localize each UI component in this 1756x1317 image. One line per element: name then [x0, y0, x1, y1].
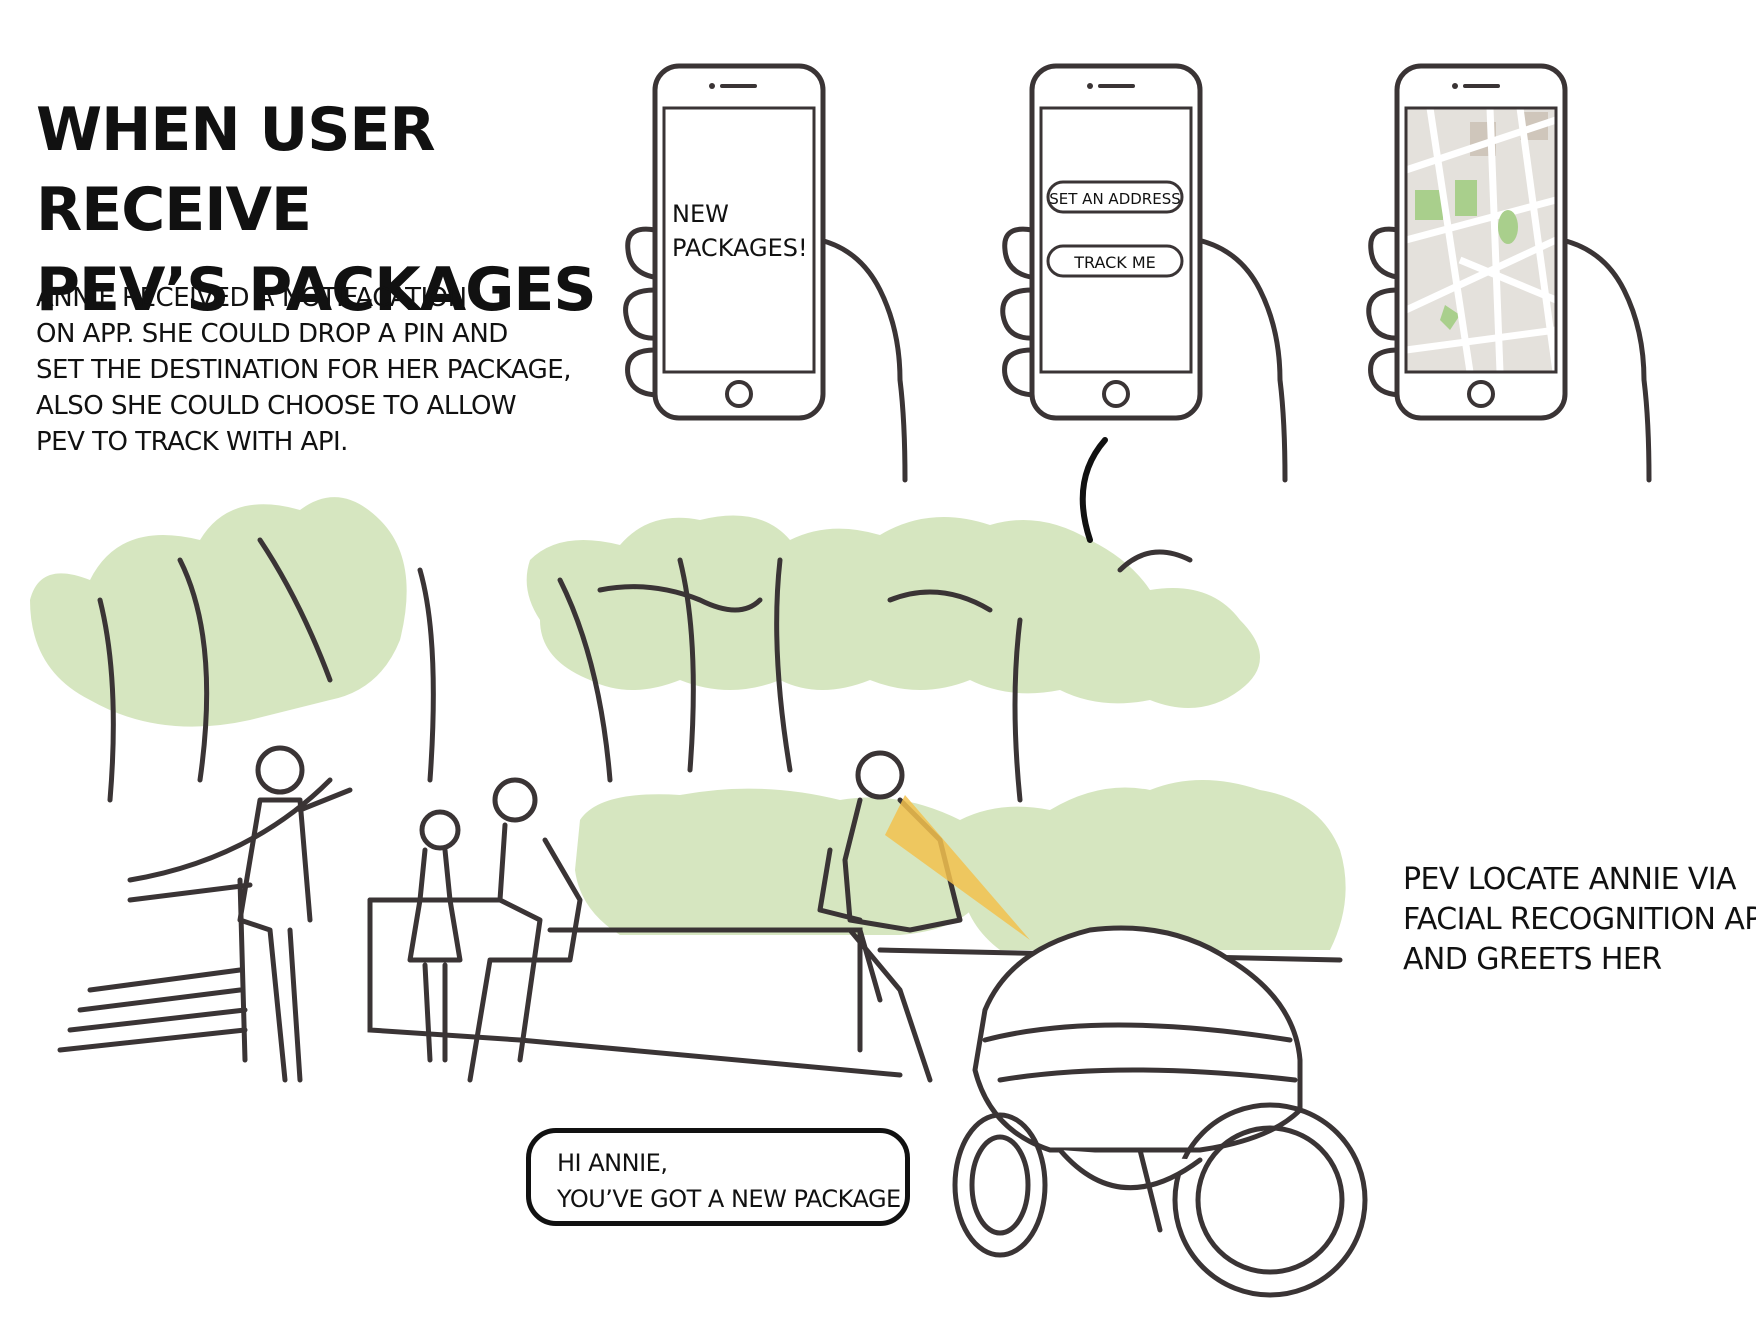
location-pin-icon — [1498, 210, 1518, 244]
description-text: ANNIE RECEIVED A NOTIFACATION ON APP. SH… — [36, 280, 596, 460]
side-caption-line: AND GREETS HER — [1403, 942, 1662, 977]
speech-line-1: HI ANNIE, — [557, 1149, 668, 1177]
side-caption: PEV LOCATE ANNIE VIA FACIAL RECOGNITION … — [1403, 860, 1756, 980]
side-caption-line: PEV LOCATE ANNIE VIA — [1403, 862, 1737, 897]
page-title: WHEN USER RECEIVE PEV’S PACKAGES — [36, 90, 636, 330]
set-address-label: SET AN ADDRESS — [1049, 190, 1180, 208]
map-screen[interactable] — [1404, 107, 1560, 373]
phone-1: NEW PACKAGES! — [623, 63, 908, 483]
title-line-1: WHEN USER RECEIVE — [36, 95, 436, 245]
speech-line-2: YOU’VE GOT A NEW PACKAGE — [557, 1185, 901, 1213]
hand-right-icon — [1195, 237, 1288, 483]
hand-left-icon — [1000, 226, 1040, 398]
description-line: SET THE DESTINATION FOR HER PACKAGE, — [36, 355, 571, 385]
phone-3 — [1366, 63, 1652, 483]
title-line-2: PEV’S PACKAGES — [36, 255, 597, 325]
phone1-line1: NEW — [672, 200, 729, 228]
track-me-button[interactable] — [1046, 244, 1184, 278]
description-line: PEV TO TRACK WITH API. — [36, 427, 348, 457]
hand-right-icon — [817, 237, 908, 483]
hand-left-icon — [623, 226, 663, 398]
stairs — [57, 777, 333, 1063]
hand-left-icon — [1366, 226, 1406, 398]
park-trees-foliage — [30, 497, 1346, 950]
description-line: ANNIE RECEIVED A NOTIFACATION — [36, 283, 467, 313]
tree-trunks — [97, 537, 1193, 803]
description-line: ON APP. SHE COULD DROP A PIN AND — [36, 319, 508, 349]
side-caption-line: FACIAL RECOGNITION API — [1403, 902, 1756, 937]
phone1-line2: PACKAGES! — [672, 234, 808, 262]
track-me-label: TRACK ME — [1073, 253, 1156, 272]
phone-2: SET AN ADDRESS TRACK ME — [1000, 63, 1288, 483]
connector-arc — [1079, 437, 1108, 543]
hand-right-icon — [1559, 237, 1652, 483]
description-line: ALSO SHE COULD CHOOSE TO ALLOW — [36, 391, 517, 421]
delivery-robot-icon — [952, 925, 1368, 1298]
set-address-button[interactable] — [1046, 180, 1184, 214]
speech-bubble: HI ANNIE, YOU’VE GOT A NEW PACKAGE — [526, 1128, 910, 1226]
face-recognition-beam — [885, 795, 1030, 940]
